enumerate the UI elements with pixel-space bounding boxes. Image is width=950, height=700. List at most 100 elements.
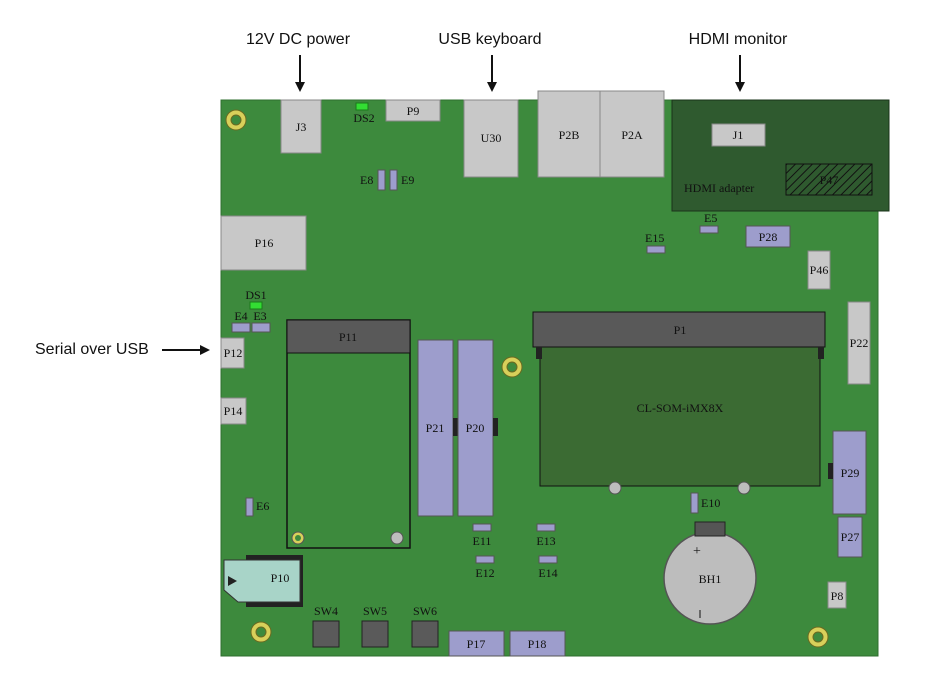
label-p22: P22 [850, 336, 869, 350]
som-standoff-icon [737, 481, 751, 495]
connector-j3 [280, 99, 322, 154]
jumper-e10 [690, 492, 699, 514]
label-u30: U30 [481, 131, 502, 145]
module-p11 [286, 319, 411, 549]
connector-p46 [807, 250, 831, 290]
label-p2b: P2B [559, 128, 580, 142]
jumper-e14 [538, 555, 558, 564]
connector-latch-icon [493, 418, 498, 436]
label-p27: P27 [841, 530, 860, 544]
label-e13: E13 [536, 534, 555, 548]
jumper-e11 [472, 523, 492, 532]
label-e10: E10 [701, 496, 720, 510]
connector-p21 [417, 339, 454, 517]
label-e3: E3 [253, 309, 266, 323]
label-p28: P28 [759, 230, 778, 244]
connector-p22 [847, 301, 871, 385]
label-e4: E4 [234, 309, 247, 323]
label-p46: P46 [810, 263, 829, 277]
connector-p27 [837, 516, 863, 558]
label-sw4: SW4 [314, 604, 338, 618]
label-p10: P10 [271, 571, 290, 585]
label-p16: P16 [255, 236, 274, 250]
connector-p2a [599, 90, 665, 178]
label-j3: J3 [296, 120, 307, 134]
jumper-e15 [646, 245, 666, 254]
label-bh1: BH1 [699, 572, 722, 586]
connector-p20 [457, 339, 494, 517]
connector-latch-icon [536, 347, 542, 359]
connector-u30 [463, 99, 519, 178]
callout-keyboard-label: USB keyboard [438, 31, 541, 48]
connector-p47 [785, 163, 873, 196]
module-p11-header [286, 319, 411, 354]
label-ds1: DS1 [245, 288, 266, 302]
label-e15: E15 [645, 231, 664, 245]
label-e5: E5 [704, 211, 717, 225]
jumper-e3 [251, 322, 271, 333]
callout-serial-label: Serial over USB [35, 341, 149, 358]
callout-monitor-label: HDMI monitor [689, 31, 788, 48]
som-module [539, 346, 821, 487]
label-p12: P12 [224, 346, 243, 360]
connector-p29 [832, 430, 867, 515]
jumper-e6 [245, 497, 254, 517]
connector-p1 [532, 311, 826, 348]
led-icon [355, 102, 369, 111]
label-p1: P1 [674, 323, 687, 337]
label-j1: J1 [733, 128, 744, 142]
label-p2a: P2A [621, 128, 643, 142]
sd-card-icon [223, 559, 301, 603]
label-p14: P14 [224, 404, 243, 418]
label-p8: P8 [831, 589, 844, 603]
label-p20: P20 [466, 421, 485, 435]
label-battery-plus: + [693, 544, 701, 559]
label-e9: E9 [401, 173, 414, 187]
mounting-hole-icon [501, 356, 523, 378]
connector-latch-icon [453, 418, 458, 436]
jumper-e8 [377, 169, 386, 191]
mounting-hole-icon [291, 531, 305, 545]
jumper-e12 [475, 555, 495, 564]
connector-j1 [711, 123, 766, 147]
mounting-hole-icon [807, 626, 829, 648]
jumper-e13 [536, 523, 556, 532]
connector-p2b [537, 90, 601, 178]
label-e12: E12 [475, 566, 494, 580]
label-p11: P11 [339, 330, 357, 344]
jumper-e9 [389, 169, 398, 191]
switch-sw4 [312, 620, 340, 648]
label-p29: P29 [841, 466, 860, 480]
label-som: CL-SOM-iMX8X [637, 401, 724, 415]
callout-power-label: 12V DC power [246, 31, 351, 48]
label-e6: E6 [256, 499, 269, 513]
label-p9: P9 [407, 104, 420, 118]
connector-p16 [220, 215, 307, 271]
label-sw6: SW6 [413, 604, 437, 618]
connector-p18 [509, 630, 566, 657]
connector-p8 [827, 581, 847, 609]
battery-clip-icon [694, 521, 726, 537]
connector-p28 [745, 225, 791, 248]
switch-sw6 [411, 620, 439, 648]
label-e11: E11 [473, 534, 492, 548]
jumper-e5 [699, 225, 719, 234]
label-ds2: DS2 [353, 111, 374, 125]
label-e8: E8 [360, 173, 373, 187]
connector-p9 [385, 99, 441, 122]
label-p17: P17 [467, 637, 486, 651]
mounting-hole-icon [250, 621, 272, 643]
mounting-hole-icon [225, 109, 247, 131]
som-standoff-icon [608, 481, 622, 495]
connector-p17 [448, 630, 505, 657]
label-e14: E14 [538, 566, 557, 580]
connector-p14 [220, 397, 247, 425]
connector-p12 [220, 337, 245, 369]
label-hdmi-adapter: HDMI adapter [684, 181, 754, 195]
label-p18: P18 [528, 637, 547, 651]
jumper-e4 [231, 322, 251, 333]
sd-insert-arrow-icon [228, 576, 237, 586]
label-p21: P21 [426, 421, 445, 435]
switch-sw5 [361, 620, 389, 648]
